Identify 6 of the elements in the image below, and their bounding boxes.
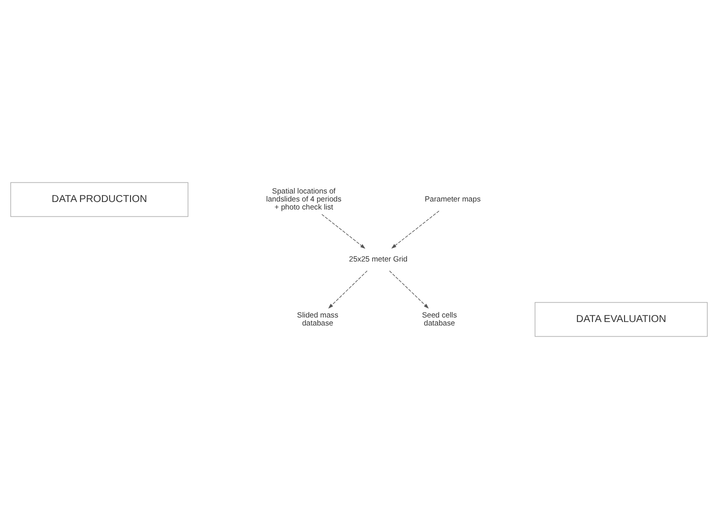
arrow (391, 210, 440, 248)
arrow (328, 270, 368, 308)
node-box: DATA EVALUATION (534, 302, 708, 336)
arrow (389, 270, 429, 308)
arrow (322, 214, 366, 248)
node-box: DATA PRODUCTION (10, 182, 188, 216)
